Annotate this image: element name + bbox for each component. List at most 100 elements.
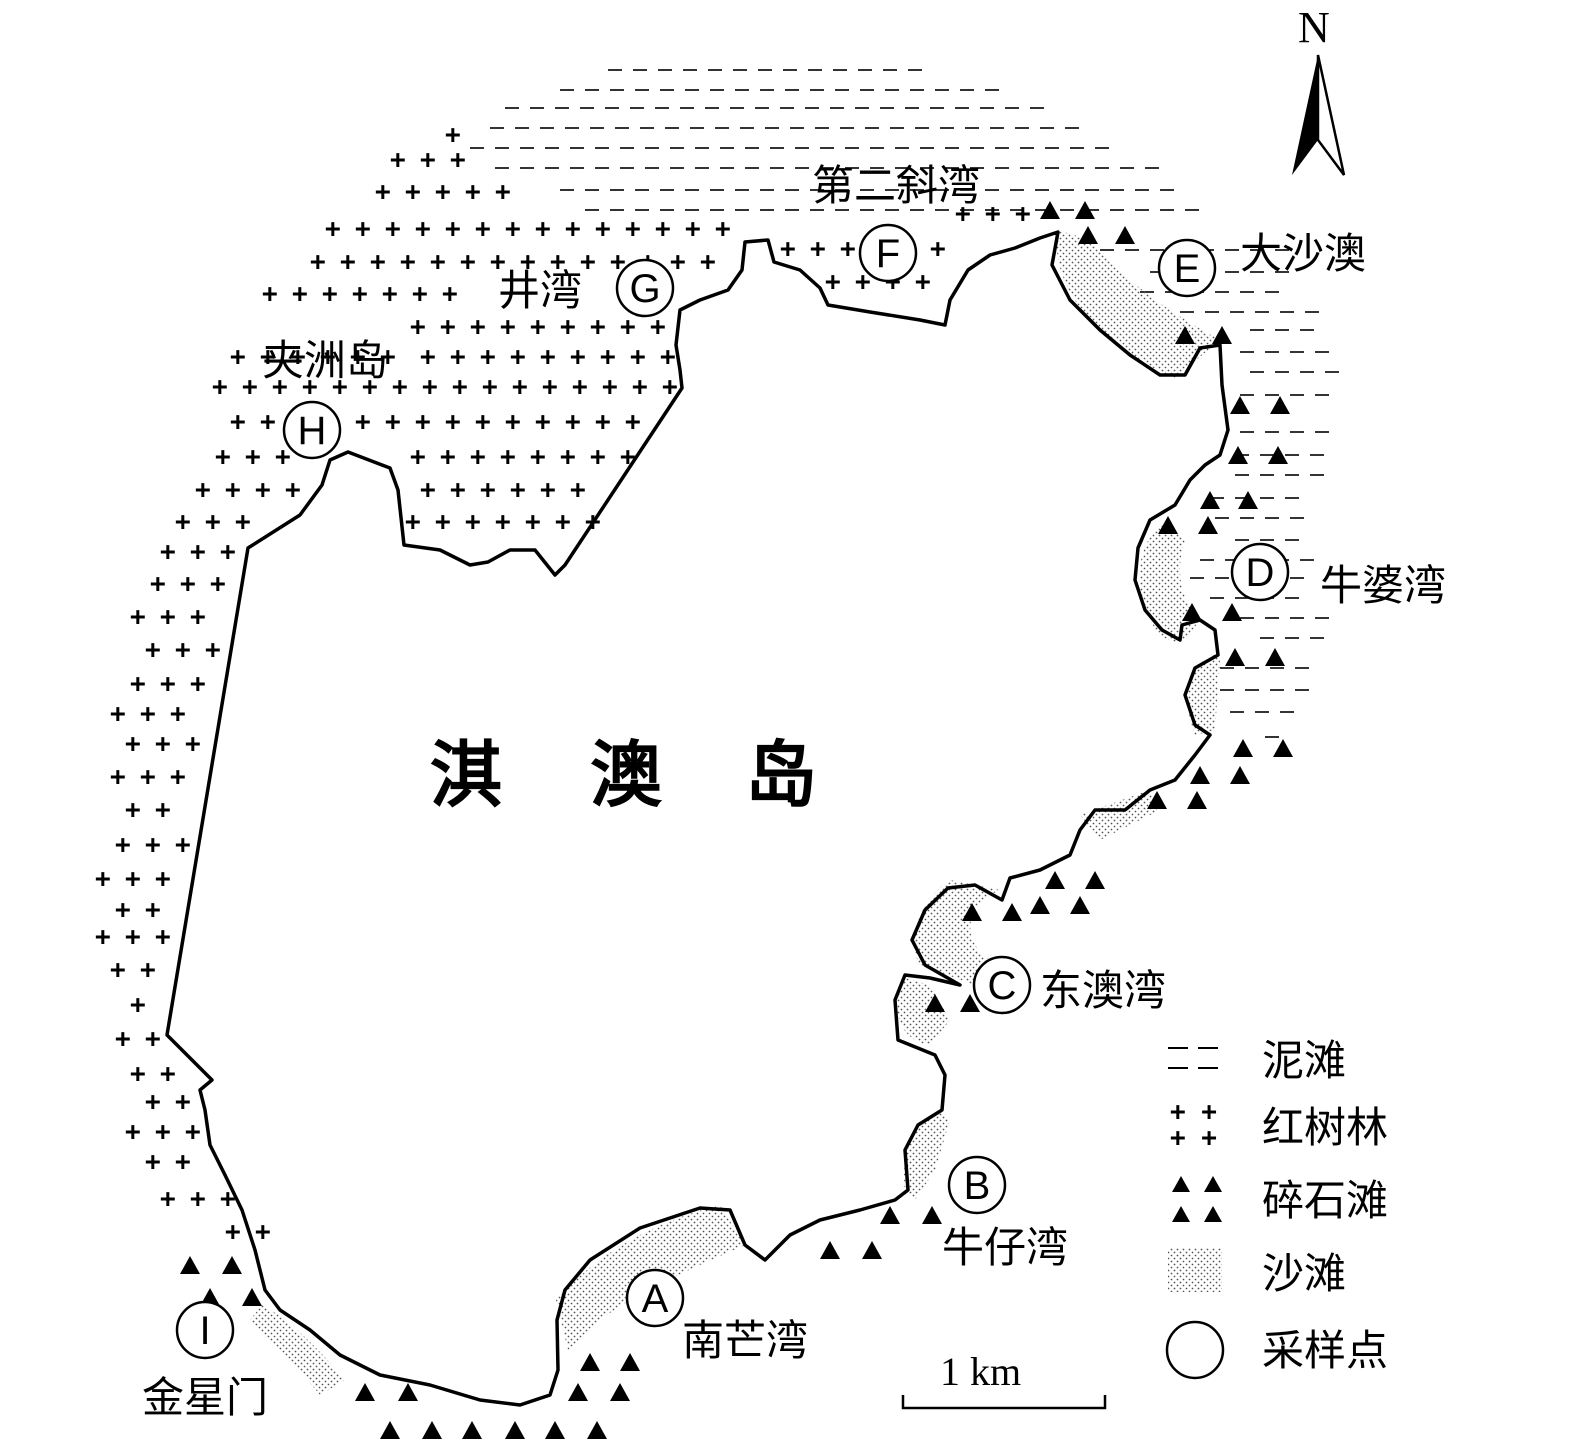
mangrove-plus: + (600, 342, 616, 372)
mangrove-plus: + (110, 955, 126, 985)
mangrove-plus: + (375, 177, 391, 207)
gravel-triangle (1045, 871, 1065, 889)
gravel-triangle (1225, 648, 1245, 666)
mangrove-plus: + (130, 602, 146, 632)
mangrove-plus: + (390, 145, 406, 175)
sample-circle-icon (1230, 542, 1290, 602)
gravel-triangle (1198, 516, 1218, 534)
legend-gravel-label: 碎石滩 (1262, 1176, 1388, 1225)
mangrove-plus: + (285, 475, 301, 505)
gravel-symbol-icon (1172, 1176, 1222, 1222)
mangrove-plus: + (95, 864, 111, 894)
mangrove-plus: + (930, 234, 946, 264)
mangrove-plus: + (170, 762, 186, 792)
mangrove-plus: + (160, 1059, 176, 1089)
mangrove-plus: + (445, 407, 461, 437)
gravel-triangle (242, 1288, 262, 1306)
sample-site-g: G (615, 258, 675, 318)
mangrove-plus: + (482, 372, 498, 402)
label-dongao: 东澳湾 (1040, 966, 1166, 1015)
gravel-triangle (862, 1241, 882, 1259)
mangrove-plus: + (550, 247, 566, 277)
mangrove-plus: + (125, 729, 141, 759)
gravel-triangle (222, 1256, 242, 1274)
mangrove-plus: + (255, 1217, 271, 1247)
mangrove-plus: + (145, 895, 161, 925)
gravel-triangle (1030, 896, 1050, 914)
mangrove-plus: + (125, 864, 141, 894)
sample-circle-icon (947, 1155, 1007, 1215)
mangrove-plus: + (435, 507, 451, 537)
mangrove-plus: + (495, 507, 511, 537)
mangrove-plus: + (175, 507, 191, 537)
mangrove-plus: + (392, 372, 408, 402)
gravel-triangle (355, 1383, 375, 1401)
sample-site-h: H (282, 400, 342, 460)
label-nanmang: 南芒湾 (682, 1316, 808, 1365)
mangrove-plus: + (602, 372, 618, 402)
mangrove-plus: + (580, 247, 596, 277)
mangrove-plus: + (115, 895, 131, 925)
mangrove-plus: + (130, 1059, 146, 1089)
gravel-triangle (610, 1383, 630, 1401)
mangrove-plus: + (155, 1117, 171, 1147)
mangrove-plus: + (450, 145, 466, 175)
mangrove-plus: + (510, 475, 526, 505)
mangrove-plus: + (292, 279, 308, 309)
mangrove-plus: + (430, 247, 446, 277)
mangrove-plus: + (175, 1087, 191, 1117)
mangrove-plus: + (440, 312, 456, 342)
sample-site-label: B (964, 1164, 991, 1208)
gravel-triangle (1238, 491, 1258, 509)
mangrove-plus: + (185, 729, 201, 759)
legend: 泥滩 + + + + 红树林 碎石滩 沙滩 采样点 (1165, 1036, 1388, 1380)
sample-site-label: C (988, 964, 1017, 1008)
mangrove-plus: + (275, 442, 291, 472)
mangrove-plus: + (310, 247, 326, 277)
mangrove-plus: + (560, 442, 576, 472)
gravel-triangle (1230, 396, 1250, 414)
mangrove-plus: + (385, 214, 401, 244)
gravel-triangle (960, 994, 980, 1012)
sample-site-e: E (1157, 238, 1217, 298)
island-coastline (165, 230, 1230, 1407)
mangrove-plus: + (190, 537, 206, 567)
mangrove-plus: + (190, 669, 206, 699)
mangrove-plus: + (625, 407, 641, 437)
svg-text:+ +: + + (1170, 1097, 1217, 1127)
mangrove-plus: + (655, 214, 671, 244)
mangrove-plus: + (352, 279, 368, 309)
mangrove-plus: + (262, 279, 278, 309)
mangrove-plus: + (440, 442, 456, 472)
sand-symbol-icon (1168, 1248, 1222, 1292)
mangrove-plus: + (95, 922, 111, 952)
mangrove-plus: + (175, 830, 191, 860)
mangrove-plus: + (272, 372, 288, 402)
sample-site-i: I (175, 1300, 235, 1360)
gravel-triangle (1075, 201, 1095, 219)
mangrove-plus: + (500, 442, 516, 472)
label-niuzai: 牛仔湾 (942, 1223, 1068, 1272)
mangrove-plus: + (260, 342, 276, 372)
mudflat-symbol-icon (1168, 1047, 1218, 1069)
island-name: 淇 澳 岛 (430, 732, 817, 817)
gravel-triangle (580, 1353, 600, 1371)
sample-circle-icon (1165, 1320, 1225, 1380)
mangrove-plus: + (490, 247, 506, 277)
mangrove-plus: + (125, 922, 141, 952)
mangrove-plus: + (130, 669, 146, 699)
mangrove-plus: + (325, 214, 341, 244)
sand-dongao-south (897, 978, 950, 1045)
mangrove-plus: + (332, 372, 348, 402)
mangrove-plus: + (385, 407, 401, 437)
mangrove-plus: + (160, 602, 176, 632)
mangrove-plus: + (445, 214, 461, 244)
mangrove-plus: + (420, 145, 436, 175)
mangrove-plus: + (420, 342, 436, 372)
mangrove-plus: + (610, 247, 626, 277)
mangrove-plus: + (145, 1147, 161, 1177)
mangrove-plus: + (145, 830, 161, 860)
mangrove-plus: + (542, 372, 558, 402)
mangrove-plus: + (140, 955, 156, 985)
